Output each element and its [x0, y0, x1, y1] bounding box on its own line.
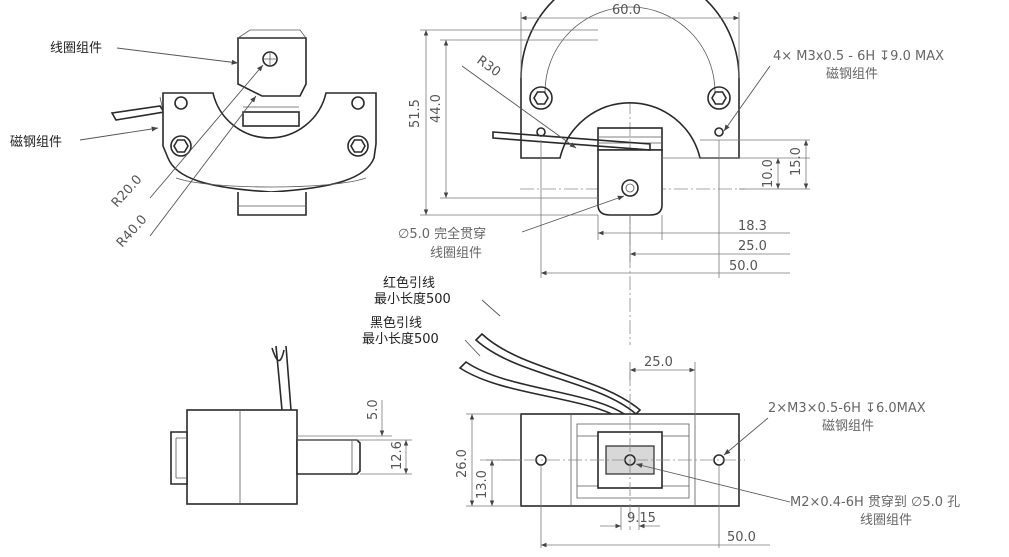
- note-bottom-m2: M2×0.4-6H 贯穿到 ∅5.0 孔: [790, 494, 960, 510]
- dim-25: 25.0: [738, 239, 767, 254]
- lead-leaders: [464, 299, 501, 357]
- note-hole-sub: 线圈组件: [430, 246, 482, 261]
- dim-height-515: 51.5: [408, 99, 423, 128]
- note-hole: ∅5.0 完全贯穿: [398, 226, 486, 242]
- dim-bottom-13: 13.0: [475, 470, 490, 499]
- dim-r20: R20.0: [109, 172, 146, 210]
- note-thread: 4× M3x0.5 - 6H ↧9.0 MAX: [773, 49, 944, 64]
- view-front-dimensioned: [420, 0, 810, 345]
- note-bottom-thread: 2×M3×0.5-6H ↧6.0MAX: [768, 401, 926, 416]
- coil-lower: [597, 149, 663, 216]
- dim-183: 18.3: [738, 219, 767, 234]
- dim-bottom-25: 25.0: [644, 355, 673, 370]
- dim-height-15: 15.0: [789, 147, 804, 176]
- magnet-arc: [520, 0, 740, 159]
- dim-bottom-50: 50.0: [727, 530, 756, 545]
- dim-side-126: 12.6: [390, 441, 405, 470]
- note-thread-sub: 磁钢组件: [826, 67, 878, 82]
- note-bottom-m2-sub: 线圈组件: [860, 513, 912, 528]
- label-red-lead-length: 最小长度500: [374, 291, 451, 307]
- dim-bottom-915: 9.15: [627, 511, 656, 526]
- label-magnet-assembly: 磁钢组件: [10, 135, 62, 150]
- dim-height-44: 44.0: [429, 94, 444, 123]
- dim-50: 50.0: [729, 259, 758, 274]
- label-coil-assembly: 线圈组件: [50, 41, 102, 56]
- view-front-left: [79, 29, 377, 237]
- label-black-lead-length: 最小长度500: [362, 331, 439, 347]
- dim-bottom-26: 26.0: [455, 449, 470, 478]
- coil-tab: [237, 37, 307, 97]
- view-side: [170, 345, 412, 505]
- dim-side-5: 5.0: [366, 399, 381, 420]
- dim-width-60: 60.0: [612, 3, 641, 18]
- view-bottom: [458, 332, 791, 548]
- note-bottom-thread-sub: 磁钢组件: [822, 419, 874, 434]
- dim-r40: R40.0: [114, 212, 151, 250]
- label-black-lead: 黑色引线: [370, 315, 422, 331]
- dim-r30: R30: [474, 53, 504, 80]
- label-red-lead: 红色引线: [383, 275, 435, 291]
- dim-height-10: 10.0: [761, 159, 776, 188]
